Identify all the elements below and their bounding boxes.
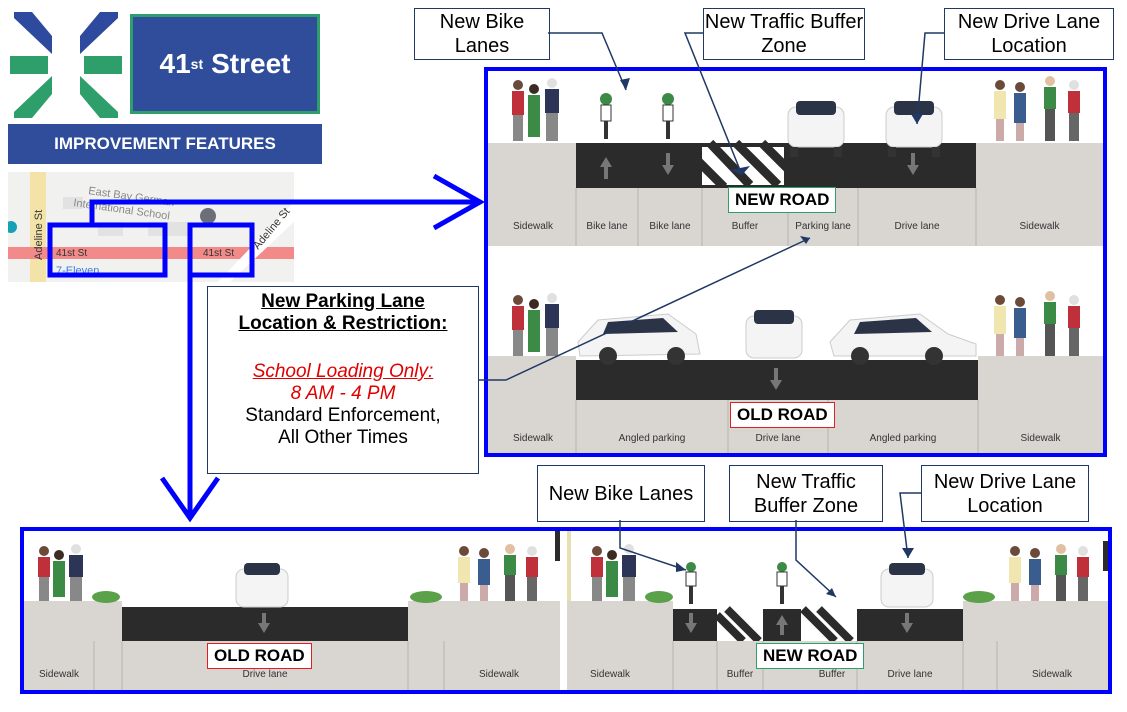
callout-new-buffer-zone: New Traffic Buffer Zone: [729, 465, 883, 522]
seg-label-sidewalk: Sidewalk: [1019, 221, 1060, 232]
seg-label-bike-lane: Bike lane: [586, 221, 628, 232]
subtitle-text: IMPROVEMENT FEATURES: [54, 134, 276, 153]
seg-label-buffer: Buffer: [818, 669, 846, 680]
logo-blue-chevrons: [14, 12, 118, 54]
parking-restriction-line1: School Loading Only:: [252, 361, 434, 382]
cyclist-icon: [685, 562, 697, 604]
parking-restriction-line2: 8 AM - 4 PM: [290, 383, 396, 404]
logo-green-chevrons: [10, 56, 122, 118]
parking-enforcement-line2: All Other Times: [278, 427, 408, 448]
seg-label-sidewalk: Sidewalk: [478, 669, 520, 680]
street-title-sup: st: [190, 56, 204, 72]
cyclist-icon: [776, 562, 788, 604]
seg-label-drive-lane: Drive lane: [755, 433, 801, 444]
seg-label-bike-lane: Bike lane: [649, 221, 691, 232]
old-road-tag: OLD ROAD: [207, 643, 312, 669]
seg-label-drive-lane: Drive lane: [242, 669, 288, 680]
pedestrians-right-icon: [994, 76, 1080, 141]
shrub-icon: [92, 591, 120, 603]
car-icon: [885, 101, 943, 157]
map-highlight-east: [187, 222, 255, 278]
cyclist-icon: [662, 93, 674, 139]
parking-enforcement-line1: Standard Enforcement,: [245, 405, 441, 426]
parking-title-line2: Location & Restriction:: [238, 313, 448, 334]
street-title-number: 41: [159, 48, 191, 79]
shrub-icon: [645, 591, 673, 603]
callout-new-bike-lanes: New Bike Lanes: [414, 8, 550, 60]
map-label-adeline-1: Adeline St: [33, 210, 45, 260]
car-icon: [880, 563, 934, 608]
old-road-tag: OLD ROAD: [730, 402, 835, 428]
shrub-icon: [963, 591, 995, 603]
parking-restriction-box: New Parking Lane Location & Restriction:…: [207, 286, 479, 474]
pedestrians-left-icon: [512, 78, 559, 141]
seg-label-buffer: Buffer: [731, 221, 759, 232]
pedestrians-left-icon: [512, 293, 559, 356]
seg-label-buffer: Buffer: [726, 669, 754, 680]
angled-car-icon: [577, 313, 701, 365]
seg-label-angled-parking: Angled parking: [618, 433, 686, 444]
car-icon: [235, 563, 289, 608]
callout-new-drive-lane: New Drive Lane Location: [944, 8, 1114, 60]
angled-car-icon: [829, 313, 977, 365]
shrub-icon: [410, 591, 442, 603]
seg-label-drive-lane: Drive lane: [894, 221, 940, 232]
pedestrians-right-icon: [1009, 544, 1089, 601]
seg-label-sidewalk: Sidewalk: [512, 221, 554, 232]
seg-label-sidewalk: Sidewalk: [512, 433, 554, 444]
callout-new-buffer-zone: New Traffic Buffer Zone: [703, 8, 865, 60]
seg-label-sidewalk: Sidewalk: [1020, 433, 1061, 444]
street-title-rest: Street: [211, 48, 291, 79]
seg-label-drive-lane: Drive lane: [887, 669, 933, 680]
car-icon: [787, 101, 845, 157]
location-map: Adeline St East Bay German International…: [8, 172, 294, 282]
arrow-to-top-section: [89, 199, 480, 224]
top-new-road-diagram: [488, 76, 1103, 246]
map-label-41st-1: 41st St: [56, 248, 87, 259]
cyclist-icon: [600, 93, 612, 139]
map-highlight-west: [47, 222, 168, 278]
pedestrians-right-icon: [458, 544, 538, 601]
car-icon: [745, 310, 803, 359]
pedestrians-right-icon: [994, 291, 1080, 356]
new-road-tag: NEW ROAD: [756, 643, 865, 669]
subtitle-bar: IMPROVEMENT FEATURES: [8, 124, 322, 164]
map-label-41st-2: 41st St: [203, 248, 234, 259]
parking-title-line1: New Parking Lane: [261, 291, 425, 312]
seg-label-sidewalk: Sidewalk: [589, 669, 631, 680]
callout-new-drive-lane: New Drive Lane Location: [921, 465, 1089, 522]
callout-new-bike-lanes: New Bike Lanes: [537, 465, 705, 522]
new-road-tag: NEW ROAD: [728, 187, 837, 213]
city-logo: [10, 12, 122, 118]
pedestrians-left-icon: [38, 544, 83, 601]
seg-label-parking-lane: Parking lane: [795, 221, 851, 232]
seg-label-sidewalk: Sidewalk: [1031, 669, 1073, 680]
seg-label-sidewalk: Sidewalk: [38, 669, 80, 680]
seg-label-angled-parking: Angled parking: [869, 433, 937, 444]
